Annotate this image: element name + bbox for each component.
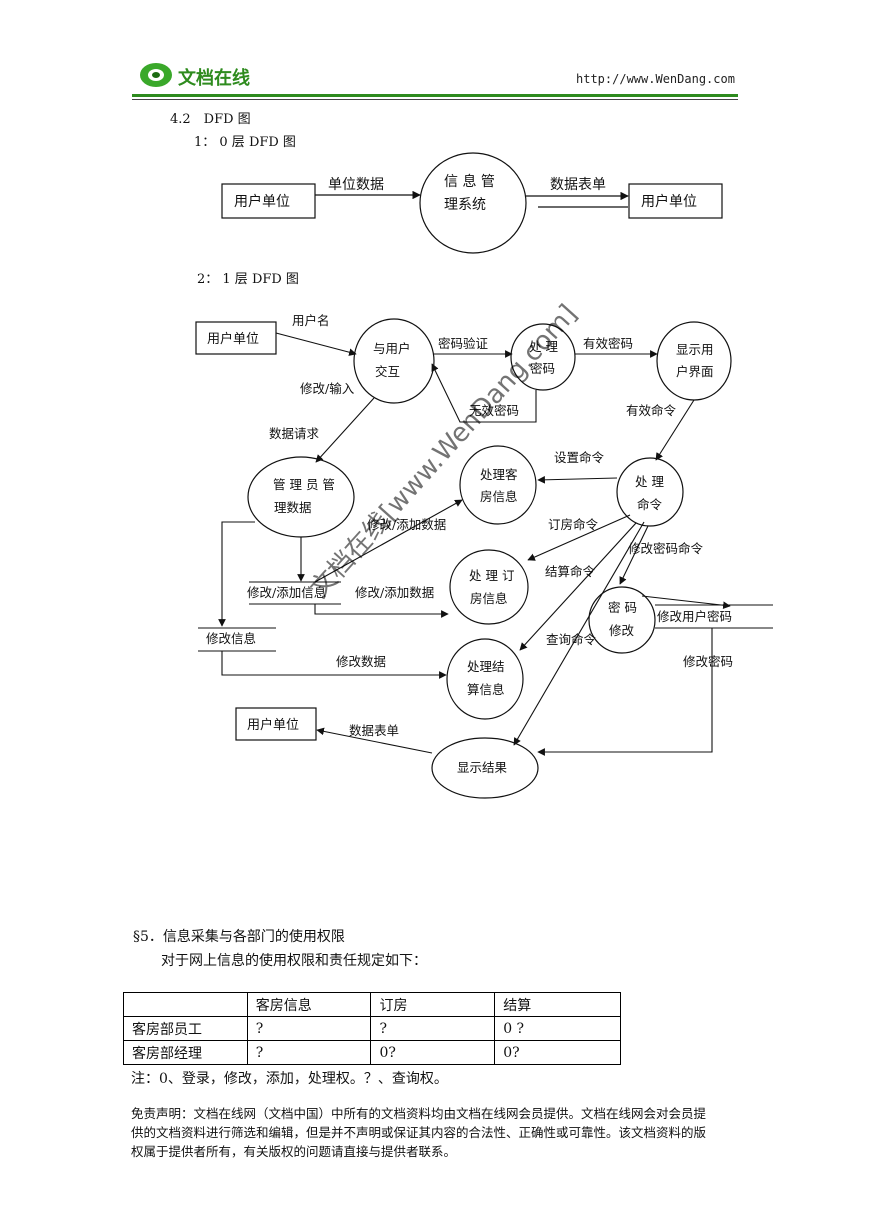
flow-valid-pwd: 有效密码 bbox=[583, 336, 633, 351]
process-system-line2: 理系统 bbox=[444, 197, 486, 213]
header-rule bbox=[132, 94, 738, 97]
proc-show-ui-l2: 户界面 bbox=[676, 364, 714, 379]
table-cell: 客房部经理 bbox=[123, 1040, 248, 1065]
proc-interact-l2: 交互 bbox=[375, 364, 400, 379]
header-rule-thin bbox=[132, 99, 738, 100]
proc-booking bbox=[449, 549, 529, 625]
proc-room-l1: 处理客 bbox=[480, 467, 518, 482]
entity-bottom-box bbox=[235, 707, 317, 741]
entity-right-box bbox=[628, 183, 723, 219]
proc-settle-l1: 处理结 bbox=[467, 659, 505, 674]
proc-pwd-modify-l2: 修改 bbox=[609, 623, 635, 638]
process-system bbox=[419, 152, 527, 254]
table-cell: 0? bbox=[370, 1040, 496, 1065]
entity-bottom-label: 用户单位 bbox=[247, 717, 299, 733]
flow-out-label: 数据表单 bbox=[550, 177, 606, 193]
table-cell: ? bbox=[370, 1016, 496, 1041]
entity-left-label: 用户单位 bbox=[234, 193, 290, 210]
proc-pwd-modify bbox=[588, 586, 656, 654]
flow-data-request: 数据请求 bbox=[269, 426, 320, 441]
table-cell: 0? bbox=[494, 1040, 621, 1065]
table-header-cell bbox=[123, 992, 248, 1017]
flow-mod-pwd: 修改密码 bbox=[683, 654, 733, 669]
section-title-4-2: 4.2 DFD 图 bbox=[170, 112, 251, 127]
section5-intro: 对于网上信息的使用权限和责任规定如下： bbox=[161, 953, 427, 969]
proc-room-l2: 房信息 bbox=[480, 489, 518, 504]
store-mod-user-pwd-label: 修改用户密码 bbox=[657, 609, 732, 624]
flow-modify-input: 修改/输入 bbox=[300, 381, 355, 396]
section5-title: §5．信息采集与各部门的使用权限 bbox=[133, 929, 345, 945]
proc-show-ui-l1: 显示用 bbox=[676, 342, 714, 357]
section5-note: 注：0、登录，修改，添加，处理权。？、查询权。 bbox=[131, 1071, 448, 1087]
proc-booking-l2: 房信息 bbox=[470, 591, 508, 606]
table-row: 客房部经理 ? 0? 0? bbox=[123, 1040, 621, 1065]
proc-show-ui bbox=[656, 321, 732, 401]
table-header-cell: 结算 bbox=[494, 992, 621, 1017]
proc-interact-l1: 与用户 bbox=[373, 341, 411, 356]
process-system-line1: 信 息 管 bbox=[444, 173, 495, 190]
flow-mod-add-2: 修改/添加数据 bbox=[355, 585, 434, 600]
flow-settle-cmd: 结算命令 bbox=[545, 564, 596, 579]
proc-pwd bbox=[510, 323, 576, 391]
store-mod-info-label: 修改信息 bbox=[206, 631, 256, 646]
proc-booking-l1: 处 理 订 bbox=[469, 568, 514, 583]
logo-text: 文档在线 bbox=[178, 68, 250, 89]
store-mod-add-label: 修改/添加信息 bbox=[247, 585, 326, 600]
dfd-level0: 用户单位 单位数据 信 息 管 理系统 数据表单 用户单位 bbox=[221, 152, 723, 254]
table-header-row: 客房信息 订房 结算 bbox=[123, 992, 621, 1017]
flow-mod-add-1: 修改/添加数据 bbox=[367, 517, 446, 532]
flow-modpwd-cmd: 修改密码命令 bbox=[628, 541, 704, 556]
proc-settle-l2: 算信息 bbox=[467, 682, 505, 697]
proc-result bbox=[431, 737, 539, 799]
flow-invalid-pwd: 无效密码 bbox=[469, 403, 519, 418]
disclaimer-line-1: 免责声明：文档在线网（文档中国）中所有的文档资料均由文档在线网会员提供。文档在线… bbox=[131, 1106, 707, 1121]
table-cell: 客房部员工 bbox=[123, 1016, 248, 1041]
table-cell: 0 ? bbox=[494, 1016, 621, 1041]
table-header-cell: 订房 bbox=[370, 992, 496, 1017]
flow-pwd-verify: 密码验证 bbox=[438, 336, 489, 351]
proc-admin bbox=[247, 456, 355, 538]
disclaimer-line-2: 供的文档资料进行筛选和编辑，但是并不声明或保证其内容的合法性、正确性或可靠性。该… bbox=[131, 1125, 707, 1140]
flow-set-cmd: 设置命令 bbox=[554, 450, 605, 465]
proc-settle bbox=[446, 638, 524, 720]
table-cell: ? bbox=[246, 1016, 372, 1041]
flow-mod-data: 修改数据 bbox=[336, 654, 386, 669]
proc-pwd-modify-l1: 密 码 bbox=[608, 600, 637, 615]
table-header-cell: 客房信息 bbox=[246, 992, 372, 1017]
flow-query-cmd: 查询命令 bbox=[546, 632, 597, 647]
proc-admin-l1: 管 理 员 管 bbox=[273, 477, 335, 492]
permission-table: 客房信息 订房 结算 客房部员工 ? ? 0 ? 客房部经理 ? 0? 0? bbox=[123, 992, 621, 1065]
table-row: 客房部员工 ? ? 0 ? bbox=[123, 1016, 621, 1041]
disclaimer: 免责声明：文档在线网（文档中国）中所有的文档资料均由文档在线网会员提供。文档在线… bbox=[131, 1104, 741, 1161]
proc-room bbox=[459, 445, 537, 525]
proc-pwd-l1: 处 理 bbox=[529, 339, 558, 354]
table-cell: ? bbox=[246, 1040, 372, 1065]
flow-book-cmd: 订房命令 bbox=[548, 517, 599, 532]
entity-left-box bbox=[221, 183, 316, 219]
proc-result-label: 显示结果 bbox=[457, 760, 508, 775]
entity-right-label: 用户单位 bbox=[641, 193, 697, 210]
flow-valid-cmd: 有效命令 bbox=[626, 403, 677, 418]
proc-pwd-l2: 密码 bbox=[530, 361, 555, 376]
level0-title: 1： 0 层 DFD 图 bbox=[194, 135, 296, 150]
disclaimer-line-3: 权属于提供者所有，有关版权的问题请直接与提供者联系。 bbox=[131, 1144, 457, 1159]
flow-username: 用户名 bbox=[292, 313, 330, 328]
header-url[interactable]: http://www.WenDang.com bbox=[576, 72, 735, 86]
proc-command bbox=[616, 457, 684, 527]
flow-data-form: 数据表单 bbox=[349, 723, 399, 738]
flow-in-label: 单位数据 bbox=[328, 177, 384, 193]
logo-icon bbox=[140, 63, 172, 87]
proc-interact bbox=[353, 318, 435, 404]
proc-command-l2: 命令 bbox=[637, 497, 663, 512]
entity-top-box bbox=[195, 321, 277, 355]
level1-title: 2： 1 层 DFD 图 bbox=[197, 272, 299, 287]
proc-admin-l2: 理数据 bbox=[274, 500, 312, 515]
header: 文档在线 http://www.WenDang.com bbox=[132, 56, 738, 102]
entity-top-label: 用户单位 bbox=[207, 331, 259, 347]
proc-command-l1: 处 理 bbox=[635, 474, 664, 489]
dfd-level1: 用户单位 用户名 与用户 交互 密码验证 处 理 密码 无效密码 有效密码 显示… bbox=[195, 313, 773, 799]
